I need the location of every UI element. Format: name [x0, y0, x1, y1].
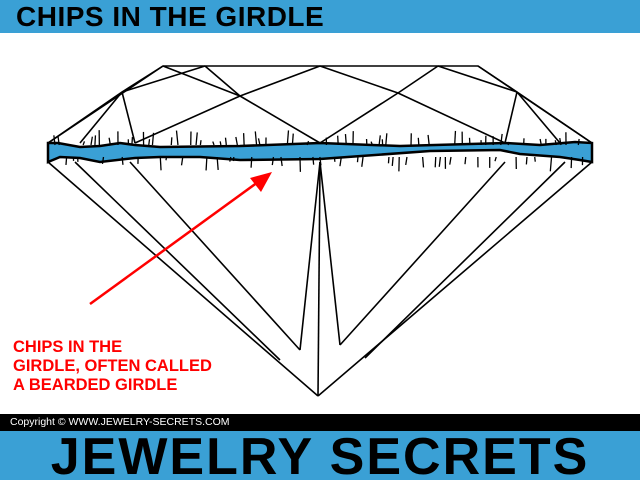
annotation-line: GIRDLE, OFTEN CALLED: [13, 357, 212, 376]
annotation-line: CHIPS IN THE: [13, 338, 212, 357]
chip-mark: [83, 141, 84, 145]
chip-mark: [450, 157, 451, 165]
chip-mark: [578, 139, 579, 145]
chip-mark: [465, 157, 466, 164]
red-arrow: [90, 172, 272, 304]
chip-mark: [95, 135, 96, 145]
chip-mark: [418, 138, 419, 145]
chip-mark: [428, 135, 429, 145]
chip-mark: [379, 135, 380, 145]
chip-mark: [176, 131, 177, 145]
chip-mark: [386, 133, 387, 145]
chip-mark: [338, 136, 339, 145]
chip-mark: [439, 157, 440, 167]
chip-mark: [213, 142, 214, 145]
chip-mark: [171, 137, 172, 145]
chip-mark: [258, 138, 259, 145]
chip-mark: [423, 157, 424, 167]
chip-mark: [220, 141, 221, 145]
chip-mark: [455, 131, 456, 145]
chip-mark: [362, 157, 363, 167]
chip-mark: [160, 157, 161, 170]
chip-mark: [550, 157, 551, 171]
chip-mark: [334, 157, 335, 162]
chip-mark: [206, 157, 207, 170]
chip-mark: [91, 137, 92, 145]
chip-mark: [132, 137, 133, 145]
chip-mark: [200, 140, 201, 145]
chip-mark: [196, 132, 197, 145]
chip-mark: [406, 157, 407, 165]
chip-mark: [526, 157, 527, 164]
brand-name: JEWELRY SECRETS: [0, 427, 640, 487]
chip-mark: [149, 139, 150, 145]
chip-mark: [292, 134, 293, 145]
chip-mark: [345, 134, 346, 145]
chip-mark: [287, 130, 288, 145]
chip-mark: [122, 157, 123, 165]
chip-mark: [166, 157, 167, 160]
chip-mark: [535, 157, 536, 162]
chip-mark: [236, 137, 237, 145]
chip-mark: [66, 157, 67, 165]
brand-banner: JEWELRY SECRETS: [0, 431, 640, 480]
annotation-text: CHIPS IN THE GIRDLE, OFTEN CALLED A BEAR…: [13, 338, 212, 395]
chip-mark: [495, 157, 496, 161]
chip-mark: [251, 157, 252, 168]
chip-mark: [392, 157, 393, 166]
annotation-line: A BEARDED GIRDLE: [13, 376, 212, 395]
chip-mark: [313, 157, 314, 165]
chip-mark: [225, 138, 226, 145]
chip-mark: [255, 131, 256, 145]
